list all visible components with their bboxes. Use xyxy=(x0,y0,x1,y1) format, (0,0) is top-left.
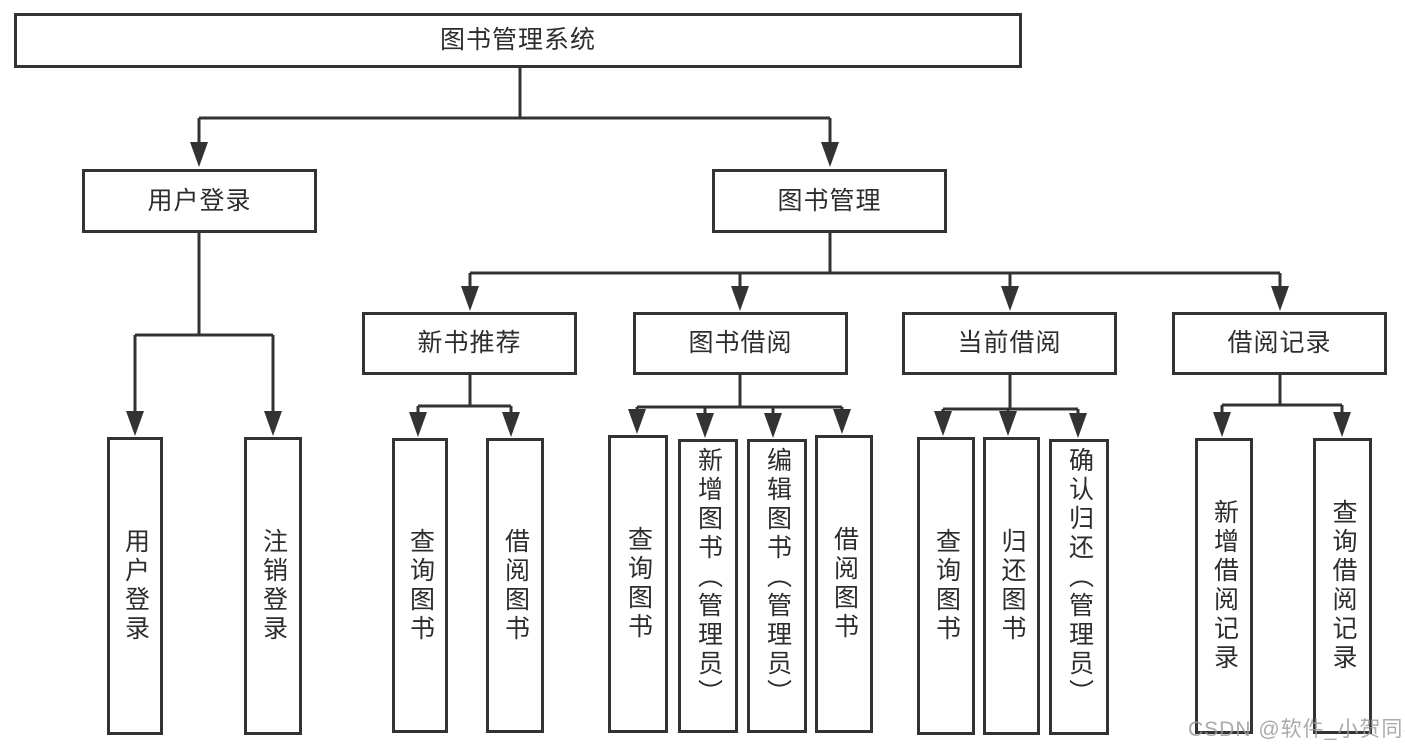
node-current-borrow-label: 当前借阅 xyxy=(957,329,1062,357)
node-current-confirm-return: 确认归还（管理员） xyxy=(1049,439,1109,735)
node-recommend-borrow-books: 借阅图书 xyxy=(486,438,544,733)
node-login-user-login-label: 用户登录 xyxy=(121,528,150,644)
node-recommend-query-books: 查询图书 xyxy=(392,438,448,733)
node-current-return-books: 归还图书 xyxy=(983,437,1040,735)
node-book-management: 图书管理 xyxy=(712,169,947,233)
node-current-borrow: 当前借阅 xyxy=(902,312,1117,375)
node-book-borrow-label: 图书借阅 xyxy=(688,329,793,357)
node-borrow-borrow-books-label: 借阅图书 xyxy=(830,526,859,642)
node-borrow-add-books: 新增图书（管理员） xyxy=(678,439,738,733)
node-records-query-record-label: 查询借阅记录 xyxy=(1329,499,1357,673)
node-records-add-record-label: 新增借阅记录 xyxy=(1210,499,1239,673)
node-login-user-login: 用户登录 xyxy=(107,437,163,735)
node-user-login-label: 用户登录 xyxy=(147,186,252,215)
node-records-query-record: 查询借阅记录 xyxy=(1313,438,1372,734)
node-root: 图书管理系统 xyxy=(14,13,1022,68)
node-login-logout: 注销登录 xyxy=(244,437,302,735)
node-borrow-add-books-label: 新增图书（管理员） xyxy=(694,447,723,708)
node-borrow-edit-books: 编辑图书（管理员） xyxy=(747,439,807,733)
watermark-text: CSDN @软件_小贺同学 xyxy=(1188,718,1405,741)
node-current-confirm-return-label: 确认归还（管理员） xyxy=(1065,447,1094,708)
node-new-book-recommend: 新书推荐 xyxy=(362,312,577,375)
node-current-query-books-label: 查询图书 xyxy=(932,528,961,644)
node-recommend-query-books-label: 查询图书 xyxy=(406,527,435,644)
node-borrow-borrow-books: 借阅图书 xyxy=(815,435,873,733)
node-book-management-label: 图书管理 xyxy=(777,186,882,215)
node-root-label: 图书管理系统 xyxy=(439,26,596,54)
node-book-borrow: 图书借阅 xyxy=(633,312,848,375)
node-borrow-query-books: 查询图书 xyxy=(608,435,668,733)
node-borrow-records: 借阅记录 xyxy=(1172,312,1387,375)
node-recommend-borrow-books-label: 借阅图书 xyxy=(501,527,530,644)
node-records-add-record: 新增借阅记录 xyxy=(1195,438,1253,734)
node-borrow-records-label: 借阅记录 xyxy=(1227,329,1332,357)
node-current-query-books: 查询图书 xyxy=(917,437,975,735)
node-borrow-query-books-label: 查询图书 xyxy=(624,526,653,642)
node-new-book-recommend-label: 新书推荐 xyxy=(417,329,522,357)
node-borrow-edit-books-label: 编辑图书（管理员） xyxy=(763,447,792,708)
node-current-return-books-label: 归还图书 xyxy=(998,528,1026,644)
node-user-login: 用户登录 xyxy=(82,169,317,233)
node-login-logout-label: 注销登录 xyxy=(259,528,288,644)
